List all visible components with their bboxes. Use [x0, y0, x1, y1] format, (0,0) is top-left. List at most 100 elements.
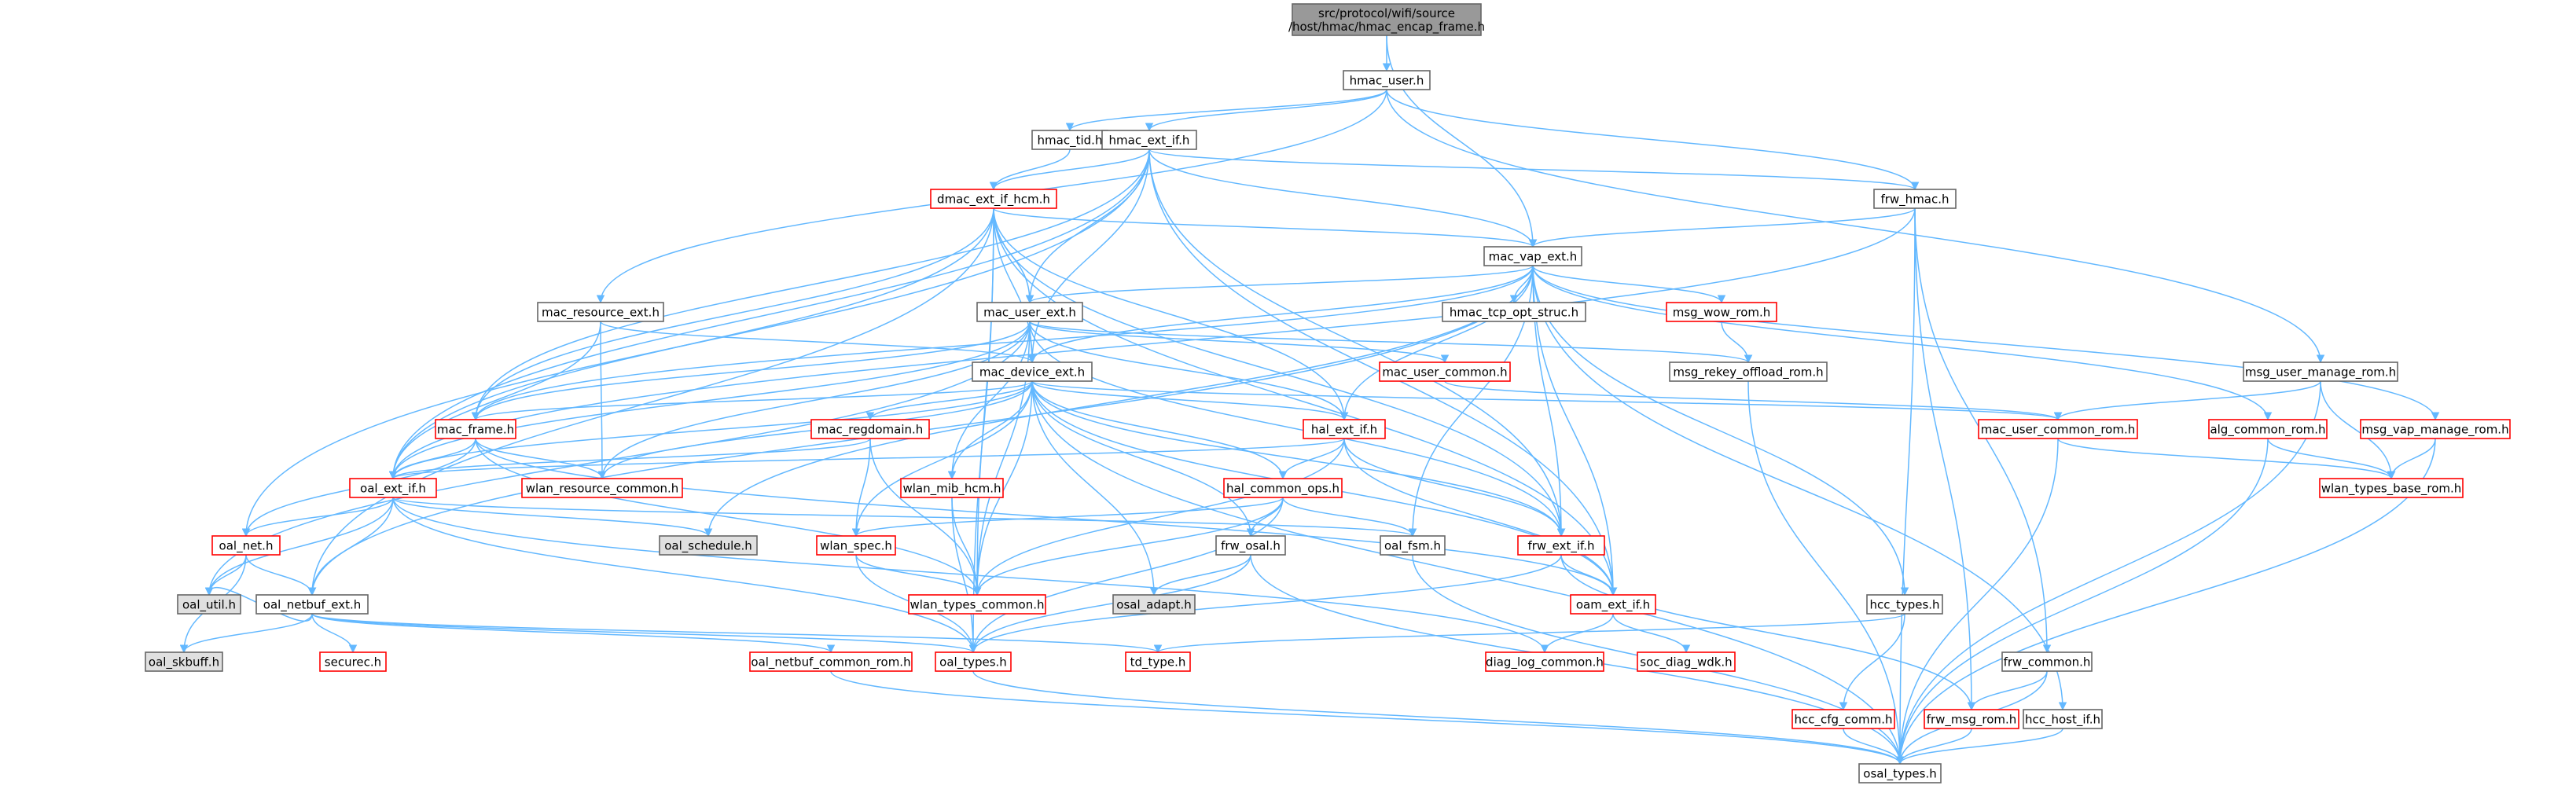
edge-mac_device_ext-to-osal_types: [1031, 380, 1905, 765]
node-label: frw_ext_if.h: [1527, 539, 1594, 554]
node-mac-user-common-rom[interactable]: mac_user_common_rom.h: [1978, 419, 2138, 439]
node-label: alg_common_rom.h: [2210, 423, 2325, 438]
node-osal-adapt[interactable]: osal_adapt.h: [1112, 594, 1196, 615]
edge-oal_netbuf_ext-to-oal_types: [311, 613, 977, 654]
edge-oal_netbuf_ext-to-td_type: [311, 613, 1162, 654]
edge-mac_regdomain-to-wlan_spec: [851, 438, 871, 538]
node-oal-fsm[interactable]: oal_fsm.h: [1380, 535, 1446, 556]
node-oal-schedule[interactable]: oal_schedule.h: [659, 535, 758, 556]
node-frw-hmac[interactable]: frw_hmac.h: [1873, 189, 1957, 209]
node-td-type[interactable]: td_type.h: [1125, 651, 1191, 672]
edge-mac_vap_ext-to-hcc_host_if: [1532, 265, 2067, 711]
edge-mac_user_ext-to-mac_frame: [471, 321, 1031, 421]
edge-frw_hmac-to-mac_vap_ext: [1528, 207, 1916, 248]
node-msg-vap-manage-rom[interactable]: msg_vap_manage_rom.h: [2360, 419, 2511, 439]
node-wlan-resource-common[interactable]: wlan_resource_common.h: [521, 478, 683, 498]
edge-mac_vap_ext-to-hal_ext_if: [1339, 265, 1534, 421]
edge-mac_device_ext-to-wlan_mib_hcm: [947, 380, 1033, 480]
node-osal-types[interactable]: osal_types.h: [1858, 763, 1942, 783]
node-wlan-types-base-rom[interactable]: wlan_types_base_rom.h: [2319, 478, 2464, 498]
node-hcc-types[interactable]: hcc_types.h: [1866, 594, 1943, 615]
node-oal-netbuf-ext[interactable]: oal_netbuf_ext.h: [255, 594, 369, 615]
edge-hmac_ext_if-to-mac_vap_ext: [1148, 149, 1538, 248]
node-frw-common[interactable]: frw_common.h: [2001, 651, 2093, 672]
edge-frw_osal-to-osal_adapt: [1149, 554, 1251, 596]
edge-mac_resource_ext-to-oal_ext_if: [388, 321, 601, 480]
edge-mac_user_ext-to-oal_ext_if: [388, 321, 1031, 480]
edge-dmac_ext_if_hcm-to-mac_frame: [471, 207, 994, 421]
node-root[interactable]: src/protocol/wifi/source/host/hmac/hmac_…: [1288, 3, 1485, 36]
edge-msg_wow_rom-to-msg_rekey_offload_rom: [1721, 321, 1753, 364]
node-hcc-cfg-comm[interactable]: hcc_cfg_comm.h: [1791, 709, 1895, 729]
node-label: src/protocol/wifi/source: [1318, 6, 1455, 20]
node-msg-user-manage-rom[interactable]: msg_user_manage_rom.h: [2243, 361, 2398, 382]
node-label: hcc_host_if.h: [2025, 713, 2100, 728]
edge-hmac_user-to-msg_user_manage_rom: [1386, 89, 2325, 364]
edge-hmac_ext_if-to-frw_hmac: [1148, 149, 1919, 191]
edge-dmac_ext_if_hcm-to-oal_ext_if: [388, 207, 994, 480]
edge-mac_vap_ext-to-mac_frame: [471, 265, 1534, 421]
node-mac-resource-ext[interactable]: mac_resource_ext.h: [537, 302, 664, 322]
node-dmac-ext-if-hcm[interactable]: dmac_ext_if_hcm.h: [930, 189, 1057, 209]
edge-oal_netbuf_ext-to-securec: [311, 613, 358, 654]
edge-msg_vap_manage_rom-to-osal_types: [1895, 438, 2436, 765]
node-msg-rekey-offload-rom[interactable]: msg_rekey_offload_rom.h: [1669, 361, 1828, 382]
edge-mac_resource_ext-to-mac_device_ext: [600, 321, 1037, 364]
node-label: wlan_spec.h: [820, 539, 892, 554]
node-oal-net[interactable]: oal_net.h: [211, 535, 281, 556]
node-label: oal_ext_if.h: [360, 482, 426, 497]
node-mac-frame[interactable]: mac_frame.h: [435, 419, 516, 439]
node-oal-types[interactable]: oal_types.h: [935, 651, 1012, 672]
node-oal-util[interactable]: oal_util.h: [177, 594, 241, 615]
edge-mac_device_ext-to-hal_ext_if: [1031, 380, 1349, 421]
node-hcc-host-if[interactable]: hcc_host_if.h: [2023, 709, 2103, 729]
node-label: mac_user_common_rom.h: [1981, 423, 2136, 438]
edge-dmac_ext_if_hcm-to-oam_ext_if: [993, 207, 1618, 596]
node-label: msg_wow_rom.h: [1673, 306, 1771, 321]
node-label: diag_log_common.h: [1486, 655, 1604, 670]
node-mac-regdomain[interactable]: mac_regdomain.h: [810, 419, 930, 439]
node-msg-wow-rom[interactable]: msg_wow_rom.h: [1666, 302, 1777, 322]
node-diag-log-common[interactable]: diag_log_common.h: [1485, 651, 1604, 672]
node-frw-msg-rom[interactable]: frw_msg_rom.h: [1924, 709, 2019, 729]
node-oal-ext-if[interactable]: oal_ext_if.h: [349, 478, 437, 498]
node-wlan-mib-hcm[interactable]: wlan_mib_hcm.h: [900, 478, 1004, 498]
edge-mac_vap_ext-to-msg_wow_rom: [1532, 265, 1726, 304]
header-file-nodes: src/protocol/wifi/source/host/hmac/hmac_…: [145, 3, 2511, 783]
edge-frw_ext_if-to-oal_types: [968, 554, 1562, 654]
node-mac-vap-ext[interactable]: mac_vap_ext.h: [1483, 246, 1582, 266]
node-hmac-tid[interactable]: hmac_tid.h: [1031, 130, 1108, 150]
edge-oal_netbuf_ext-to-oal_netbuf_common_rom: [311, 613, 835, 654]
node-oam-ext-if[interactable]: oam_ext_if.h: [1570, 594, 1656, 615]
node-label: msg_rekey_offload_rom.h: [1673, 365, 1823, 380]
edge-oam_ext_if-to-soc_diag_wdk: [1612, 613, 1691, 654]
node-hmac-tcp-opt-struc[interactable]: hmac_tcp_opt_struc.h: [1442, 302, 1586, 322]
node-hal-common-ops[interactable]: hal_common_ops.h: [1223, 478, 1343, 498]
edge-oal_ext_if-to-oal_types: [392, 497, 978, 654]
node-soc-diag-wdk[interactable]: soc_diag_wdk.h: [1637, 651, 1736, 672]
node-hal-ext-if[interactable]: hal_ext_if.h: [1303, 419, 1386, 439]
edge-oal_netbuf_common_rom-to-osal_types: [830, 670, 1905, 765]
edge-mac_user_common_rom-to-osal_types: [1895, 438, 2059, 765]
node-hmac-ext-if[interactable]: hmac_ext_if.h: [1101, 130, 1197, 150]
edge-frw_ext_if-to-frw_msg_rom: [1560, 554, 1976, 711]
edge-frw_osal-to-oal_types: [968, 554, 1251, 654]
node-mac-user-ext[interactable]: mac_user_ext.h: [976, 302, 1083, 322]
node-mac-device-ext[interactable]: mac_device_ext.h: [972, 361, 1093, 382]
node-oal-skbuff[interactable]: oal_skbuff.h: [145, 651, 223, 672]
node-wlan-types-common[interactable]: wlan_types_common.h: [908, 594, 1046, 615]
node-hmac-user[interactable]: hmac_user.h: [1343, 70, 1431, 90]
node-securec[interactable]: securec.h: [319, 651, 387, 672]
node-frw-ext-if[interactable]: frw_ext_if.h: [1517, 535, 1605, 556]
node-wlan-spec[interactable]: wlan_spec.h: [816, 535, 896, 556]
edge-mac_device_ext-to-mac_frame: [472, 380, 1033, 421]
node-label: osal_types.h: [1863, 767, 1936, 782]
edge-hmac_ext_if-to-mac_device_ext: [1027, 149, 1150, 364]
edge-hal_ext_if-to-oal_ext_if: [389, 438, 1345, 480]
node-mac-user-common[interactable]: mac_user_common.h: [1379, 361, 1511, 382]
node-alg-common-rom[interactable]: alg_common_rom.h: [2208, 419, 2328, 439]
node-label: wlan_types_base_rom.h: [2321, 482, 2462, 497]
edge-frw_msg_rom-to-osal_types: [1895, 728, 1972, 765]
node-oal-netbuf-common-rom[interactable]: oal_netbuf_common_rom.h: [749, 651, 913, 672]
node-frw-osal[interactable]: frw_osal.h: [1215, 535, 1286, 556]
